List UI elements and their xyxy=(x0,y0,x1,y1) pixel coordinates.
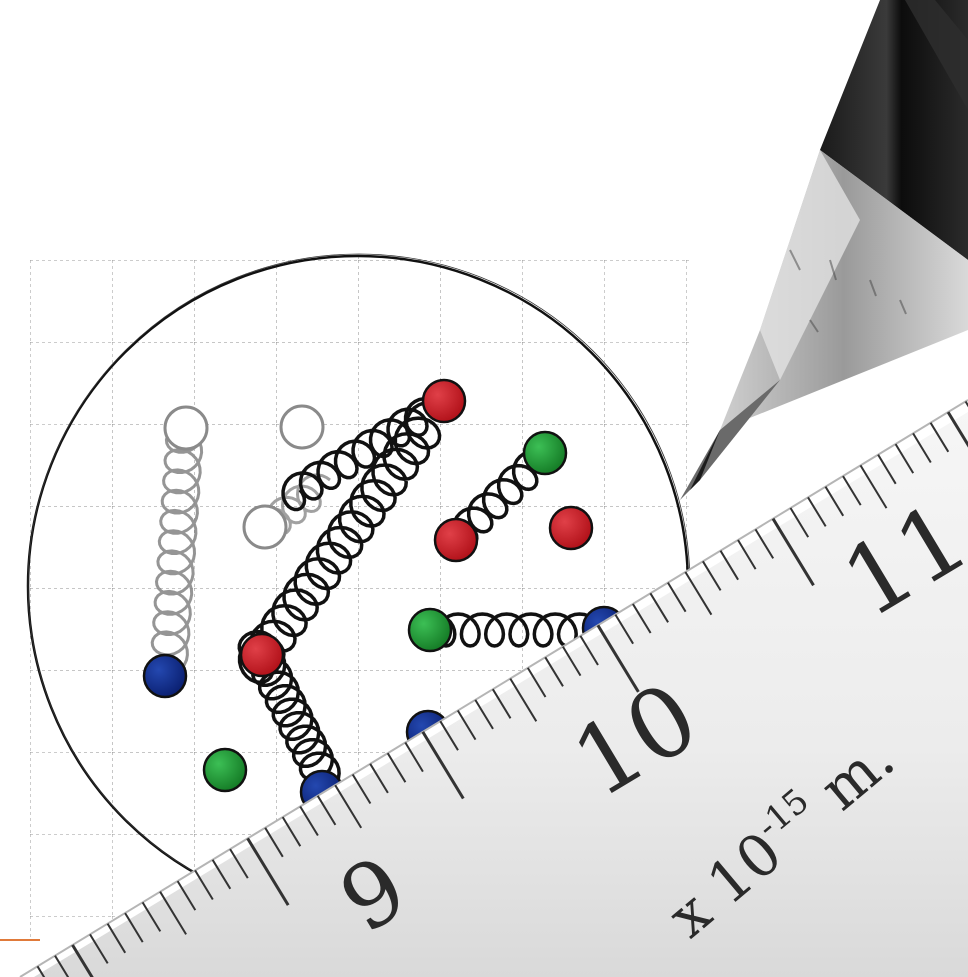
ruler-tick xyxy=(141,901,162,932)
ruler-tick xyxy=(649,592,669,623)
ruler-tick xyxy=(807,496,827,527)
ruler-tick xyxy=(474,699,494,730)
red-quark xyxy=(421,378,467,424)
ruler-tick xyxy=(719,550,739,581)
green-quark xyxy=(522,430,568,476)
green-quark xyxy=(202,747,248,793)
ruler-tick xyxy=(404,741,424,773)
ruler-tick xyxy=(544,656,564,687)
ruler-tick xyxy=(579,635,599,666)
ruler-tick xyxy=(421,731,465,800)
ruler-tick xyxy=(36,965,46,977)
ruler-tick xyxy=(316,795,337,826)
ruler-tick xyxy=(229,848,249,879)
ruler-tick xyxy=(684,571,713,616)
ruler-tick xyxy=(912,432,932,464)
ruler-tick xyxy=(596,624,640,693)
ruler-tick xyxy=(334,784,363,829)
red-quark xyxy=(239,632,285,678)
ruler-tick xyxy=(369,763,389,794)
ruler-ticks xyxy=(36,400,968,977)
ghost-quark xyxy=(163,405,209,451)
ruler-tick xyxy=(439,720,459,751)
ruler-tick xyxy=(159,891,187,935)
gluon-spring xyxy=(281,396,442,512)
ruler-tick xyxy=(859,464,888,509)
ruler-tick xyxy=(54,955,70,977)
ruler-tick xyxy=(211,859,232,890)
gluon-spring xyxy=(411,612,602,648)
ruler: 9 10 11 x 10-15 m. xyxy=(19,399,968,977)
ruler-tick xyxy=(929,422,950,453)
ruler-tick xyxy=(894,443,915,474)
ruler-tick xyxy=(842,475,862,506)
ruler-tick xyxy=(789,507,810,538)
ruler-tick xyxy=(246,837,290,906)
ruler-tick xyxy=(946,411,968,448)
gluon-spring xyxy=(237,400,442,685)
ruler-tick xyxy=(877,454,897,485)
ruler-tick xyxy=(737,539,757,570)
ghost-quark xyxy=(279,404,325,450)
green-quark xyxy=(407,607,453,653)
ruler-tick xyxy=(281,816,302,847)
ruler-tick xyxy=(386,752,407,783)
ruler-tick xyxy=(106,923,127,954)
ruler-tick xyxy=(491,688,512,719)
red-quark xyxy=(433,517,479,563)
ruler-tick xyxy=(351,773,372,805)
ghost-quark xyxy=(242,504,288,550)
quark-particles xyxy=(142,378,627,815)
ruler-tick xyxy=(614,614,634,645)
ruler-tick xyxy=(509,678,538,722)
ruler-tick xyxy=(526,667,547,698)
ruler-tick xyxy=(264,827,284,858)
ruler-tick xyxy=(194,869,214,901)
ruler-tick xyxy=(771,517,815,587)
ruler-tick xyxy=(71,944,94,977)
blue-quark xyxy=(142,653,188,699)
ruler-tick xyxy=(667,582,687,613)
ruler-tick xyxy=(176,880,197,911)
pencil xyxy=(680,0,968,500)
ruler-tick xyxy=(824,486,845,517)
gluon-spring xyxy=(150,407,205,677)
ruler-tick xyxy=(299,805,319,837)
red-quark xyxy=(548,505,594,551)
ruler-tick xyxy=(632,603,652,634)
ruler-tick xyxy=(754,528,775,559)
ruler-tick xyxy=(456,709,477,741)
ruler-tick xyxy=(124,912,144,943)
ruler-tick xyxy=(562,646,582,677)
ruler-tick xyxy=(89,933,109,964)
ruler-tick xyxy=(702,560,722,591)
